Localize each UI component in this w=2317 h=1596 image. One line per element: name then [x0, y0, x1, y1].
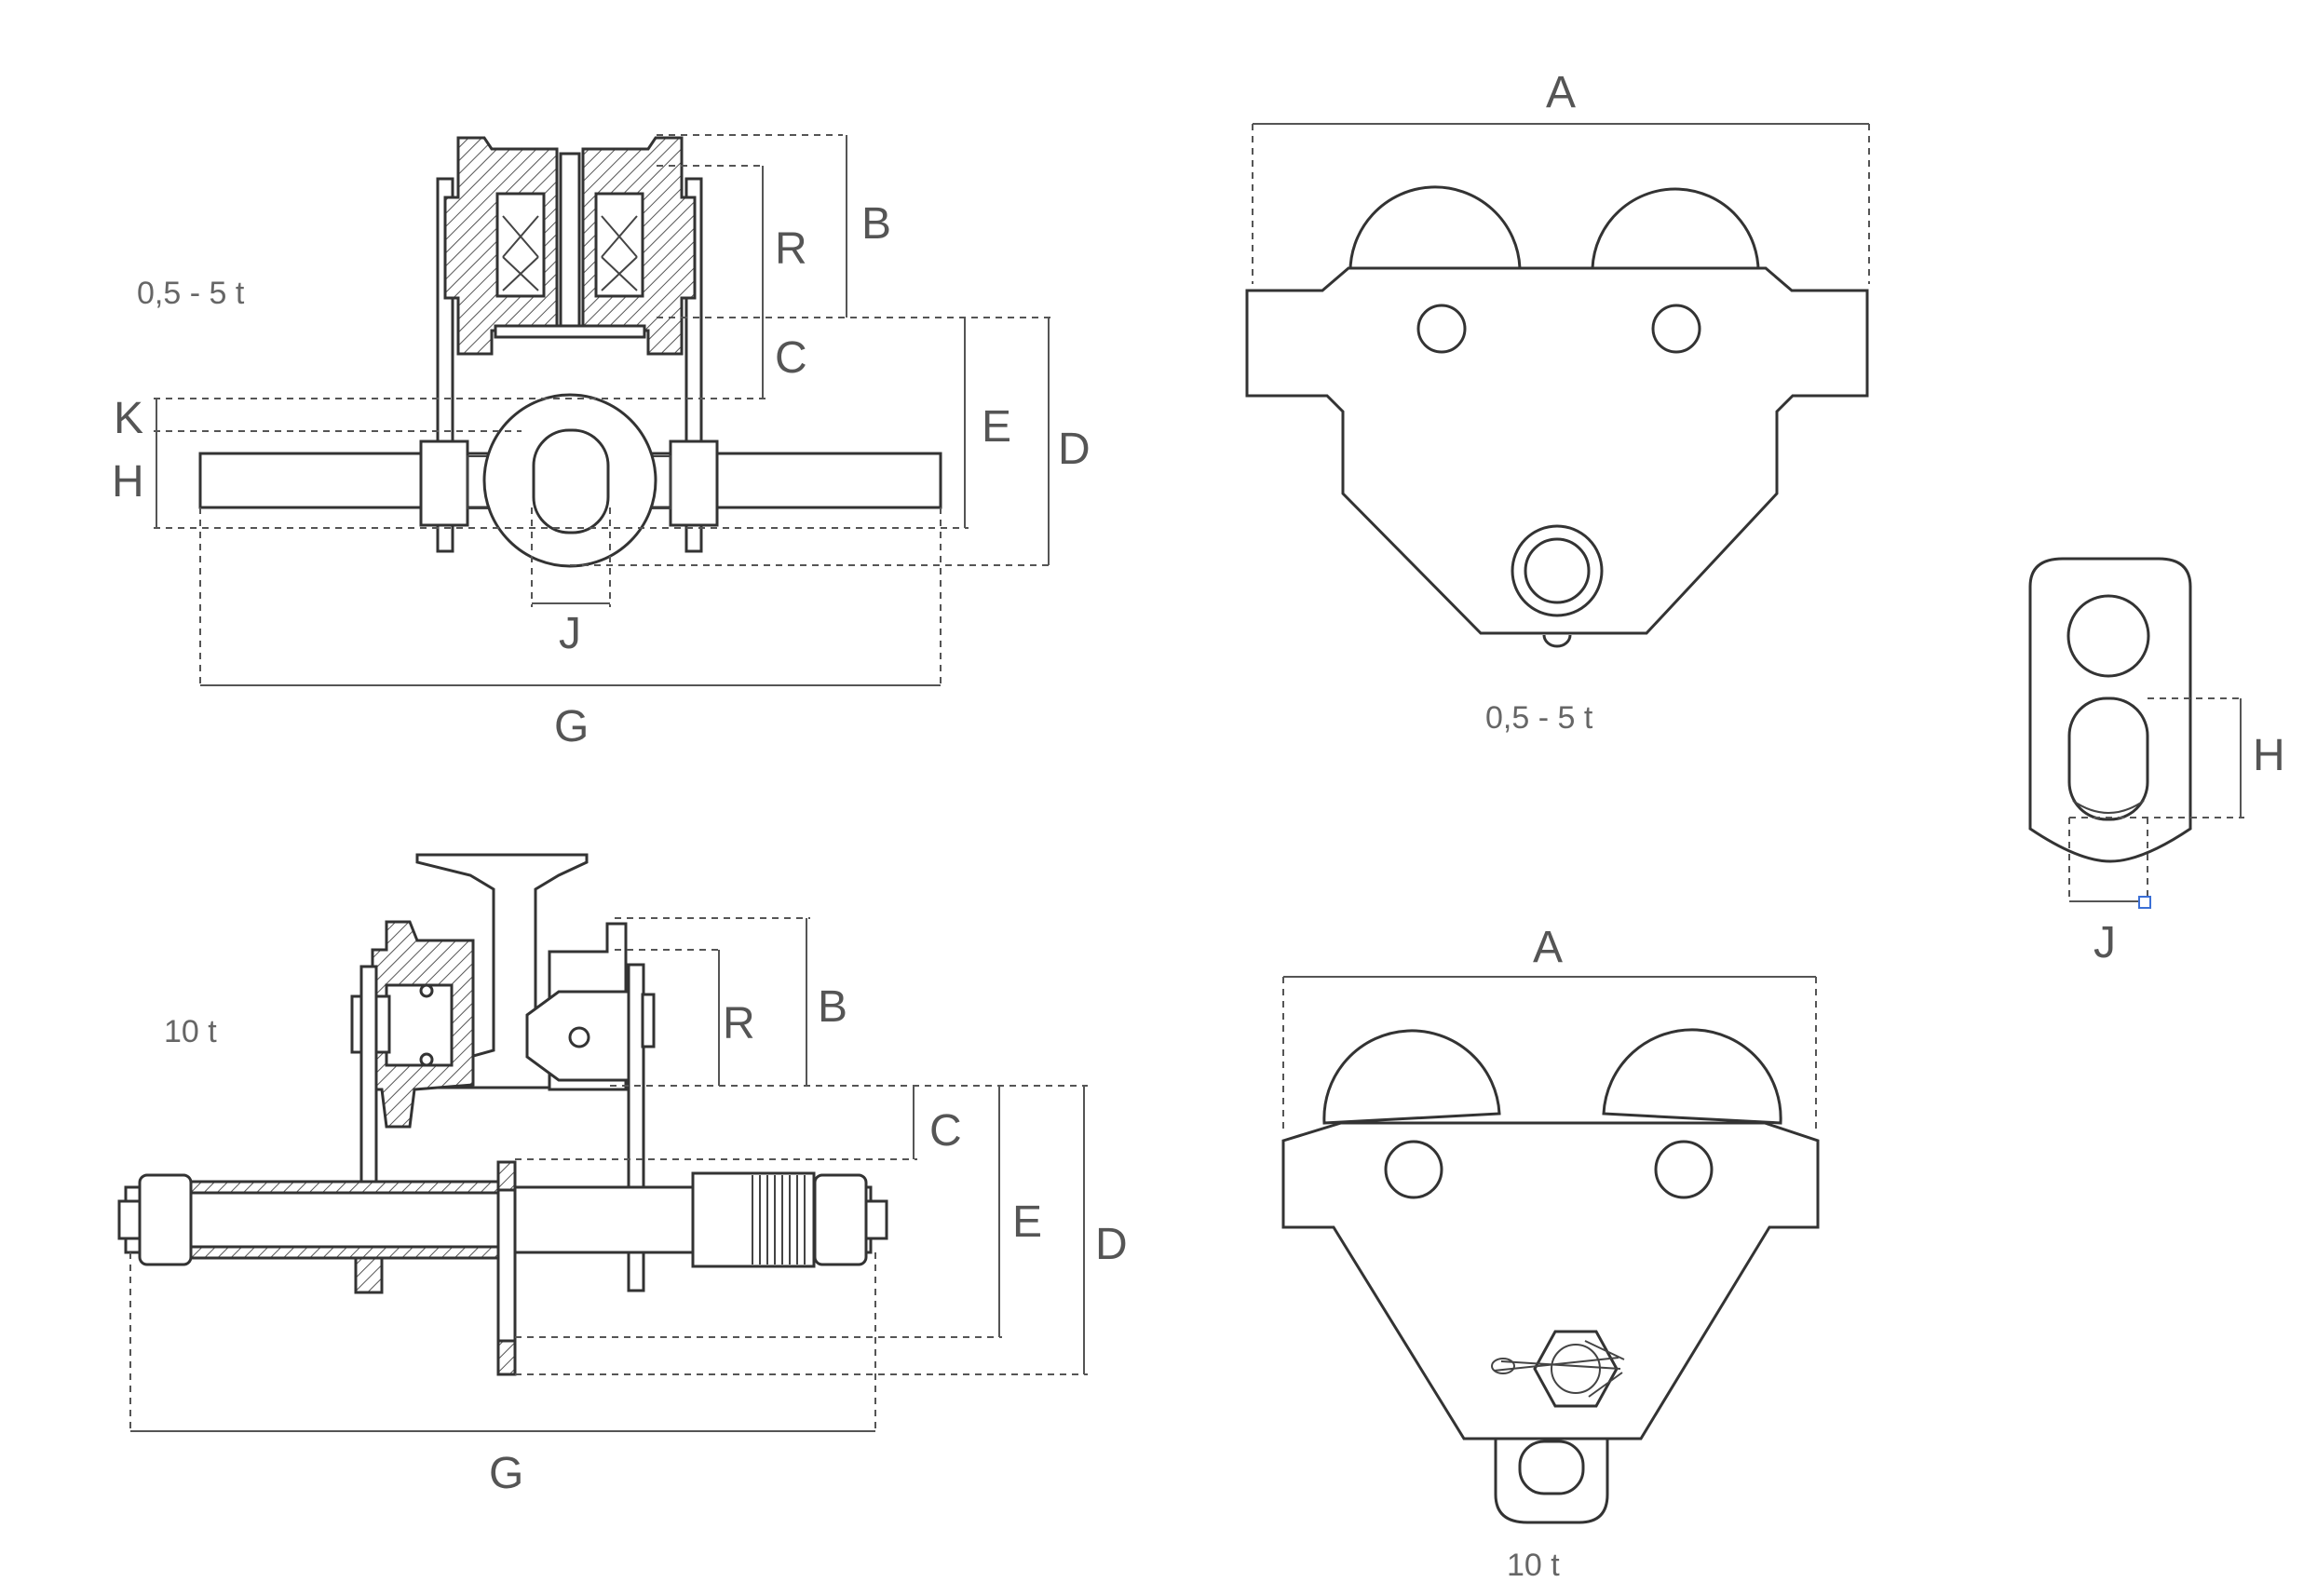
wheel-front-left-large	[1322, 1029, 1501, 1125]
label-D-large: D	[1095, 1220, 1128, 1269]
eye-ring-inner	[1524, 537, 1591, 604]
caption-front-large: 10 t	[1507, 1548, 1560, 1583]
label-C: C	[775, 333, 807, 383]
wheel-front-left	[1348, 185, 1522, 277]
label-B: B	[861, 199, 891, 249]
front-view-small: A 0,5 - 5 t	[1245, 68, 1870, 736]
label-E-large: E	[1012, 1197, 1042, 1247]
nut-left	[138, 1173, 193, 1266]
plate-hole-right-large	[1654, 1140, 1714, 1199]
plate-hole-left-large	[1384, 1140, 1443, 1199]
side-section-view-large: B R C E D G 10 t	[117, 853, 1128, 1498]
wheel-front-right-large	[1602, 1028, 1782, 1125]
thread-bottom	[189, 1245, 500, 1260]
label-R-large: R	[723, 999, 755, 1048]
label-A-large: A	[1533, 923, 1563, 972]
nut-right	[813, 1173, 868, 1266]
rail-web	[559, 152, 581, 332]
wheel-front-right	[1591, 187, 1760, 277]
spacer-right	[669, 440, 719, 527]
label-H-detail: H	[2253, 731, 2285, 780]
bearing-left	[495, 192, 546, 298]
caption-side-large: 10 t	[164, 1014, 217, 1049]
label-K: K	[114, 394, 143, 443]
label-E: E	[982, 402, 1011, 452]
plate-hole-left	[1416, 304, 1467, 354]
label-C-large: C	[929, 1106, 962, 1156]
label-D: D	[1058, 425, 1091, 474]
thread-top	[189, 1180, 500, 1195]
frame-plate	[1245, 266, 1869, 635]
pin-left	[117, 1199, 142, 1240]
label-A-small: A	[1546, 68, 1576, 117]
selection-handle	[2138, 896, 2151, 909]
bearing-left-large	[385, 983, 454, 1067]
caption-front-small: 0,5 - 5 t	[1485, 700, 1593, 736]
load-eye-slot	[532, 428, 610, 534]
rail-flange	[494, 324, 646, 339]
caption-side-small: 0,5 - 5 t	[137, 276, 245, 311]
wheel-arm-right	[525, 990, 633, 1082]
eye-round-hole	[2066, 594, 2150, 678]
side-section-view-small: B R C E D K H J G 0,5 - 5 t	[112, 134, 1091, 751]
load-eye-detail-view: H J	[2028, 557, 2285, 967]
eye-ring-outer	[1511, 524, 1604, 617]
frame-plate-large	[1281, 1121, 1820, 1440]
front-view-large: A 10 t	[1281, 923, 1820, 1583]
label-J-detail: J	[2093, 918, 2116, 967]
label-G-large: G	[489, 1449, 523, 1498]
label-R: R	[775, 224, 807, 274]
eye-slot	[2067, 697, 2149, 821]
label-J: J	[559, 609, 581, 658]
plate-hole-right	[1651, 304, 1701, 354]
bearing-right	[594, 192, 644, 298]
label-B-large: B	[818, 982, 847, 1032]
eye-lug	[1494, 1437, 1609, 1524]
spacer-left	[419, 440, 469, 527]
label-H: H	[112, 457, 144, 507]
pin-right	[864, 1199, 888, 1240]
label-G: G	[554, 702, 589, 751]
